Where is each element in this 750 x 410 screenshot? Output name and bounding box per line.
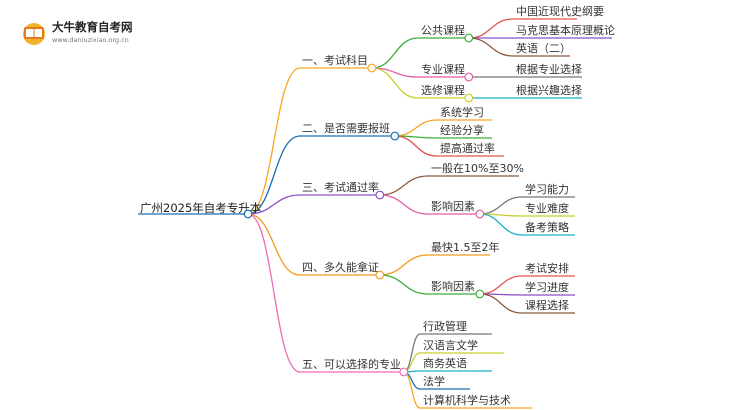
branch-node-b0 (367, 63, 377, 73)
site-url: www.daniuzixiao.org.cn (52, 36, 129, 44)
connector-b1-c0 (394, 119, 438, 137)
leaf-label-b2-c1-g2: 备考策略 (525, 220, 569, 234)
child-node-b0-c1 (464, 72, 474, 82)
child-label-b1-c2: 提高通过率 (440, 141, 495, 155)
connector-root-b2 (247, 194, 301, 215)
child-label-b0-c2: 选修课程 (421, 83, 465, 97)
connector-root-b4 (247, 213, 301, 373)
child-label-b4-c3: 法学 (423, 374, 445, 388)
book-logo-icon (23, 23, 45, 45)
child-node-b3-c1 (475, 289, 485, 299)
child-label-b4-c2: 商务英语 (423, 356, 467, 370)
connector-b3-c1-g2 (479, 293, 523, 314)
child-label-b0-c0: 公共课程 (421, 24, 465, 37)
branch-label-b3: 四、多久能拿证 (302, 260, 379, 274)
child-label-b0-c1: 专业课程 (421, 62, 465, 76)
leaf-label-b3-c1-g2: 课程选择 (525, 298, 569, 312)
leaf-label-b3-c1-g0: 考试安排 (525, 261, 569, 275)
connector-b2-c1 (379, 194, 429, 215)
leaf-label-b2-c1-g0: 学习能力 (525, 182, 569, 196)
connector-root-b1 (247, 135, 301, 215)
child-node-b2-c1 (475, 209, 485, 219)
child-label-b3-c1: 影响因素 (431, 280, 475, 293)
connector-b2-c0 (379, 175, 429, 196)
root-node (243, 209, 253, 219)
connector-b3-c1-g0 (479, 275, 523, 295)
connector-b2-c1-g2 (479, 213, 523, 236)
leaf-label-b0-c2-g0: 根据兴趣选择 (516, 83, 582, 97)
leaf-label-b0-c0-g0: 中国近现代史纲要 (516, 5, 604, 18)
child-node-b0-c2 (464, 93, 474, 103)
connector-b1-c2 (394, 135, 438, 157)
branch-label-b0: 一、考试科目 (302, 53, 368, 67)
connector-b0-c0-g2 (468, 37, 514, 57)
child-label-b2-c0: 一般在10%至30% (431, 162, 524, 175)
child-label-b4-c4: 计算机科学与技术 (423, 393, 511, 407)
connector-b2-c1-g0 (479, 196, 523, 215)
site-watermark: 大牛教育自考网 www.daniuzixiao.org.cn (23, 20, 133, 45)
branch-node-b3 (375, 270, 385, 280)
child-label-b3-c0: 最快1.5至2年 (431, 240, 500, 254)
connector-root-b3 (247, 213, 301, 276)
connector-b3-c0 (379, 254, 429, 276)
child-label-b1-c0: 系统学习 (440, 105, 484, 119)
site-name: 大牛教育自考网 (52, 20, 133, 34)
leaf-label-b3-c1-g1: 学习进度 (525, 280, 569, 294)
child-label-b4-c0: 行政管理 (423, 319, 467, 333)
leaf-label-b0-c0-g2: 英语（二） (516, 41, 571, 55)
leaf-label-b0-c1-g0: 根据专业选择 (516, 62, 582, 76)
connector-b0-c2 (371, 67, 419, 99)
connector-root-b0 (247, 67, 301, 215)
connector-b0-c0 (371, 37, 419, 69)
child-label-b2-c1: 影响因素 (431, 200, 475, 213)
branch-node-b2 (375, 190, 385, 200)
connector-b4-c4 (403, 371, 421, 409)
branch-node-b4 (399, 367, 409, 377)
leaf-label-b2-c1-g1: 专业难度 (525, 201, 569, 215)
leaf-label-b0-c0-g1: 马克思基本原理概论 (516, 23, 615, 37)
root-label: 广州2025年自考专升本 (140, 201, 262, 215)
branch-label-b2: 三、考试通过率 (302, 180, 379, 194)
connector-b0-c0-g0 (468, 18, 514, 39)
connector-b3-c1 (379, 274, 429, 295)
branch-label-b4: 五、可以选择的专业 (302, 357, 401, 371)
child-label-b1-c1: 经验分享 (440, 123, 484, 137)
child-label-b4-c1: 汉语言文学 (423, 338, 478, 352)
child-node-b0-c0 (464, 33, 474, 43)
branch-node-b1 (390, 131, 400, 141)
branch-label-b1: 二、是否需要报班 (302, 121, 390, 135)
